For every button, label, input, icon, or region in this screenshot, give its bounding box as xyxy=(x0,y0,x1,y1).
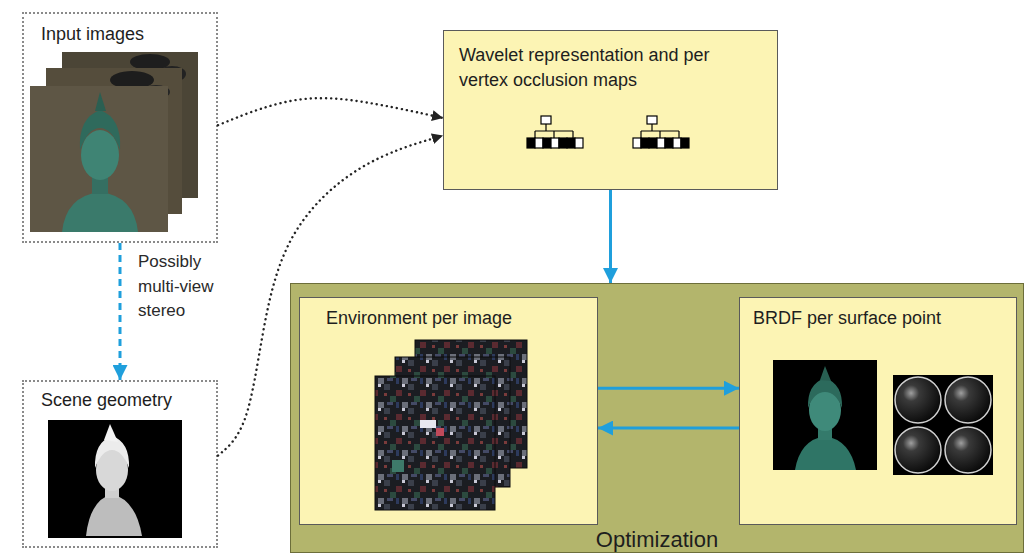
environment-map-stack xyxy=(375,376,495,510)
wavelet-tree-icon xyxy=(541,116,551,124)
wavelet-tree-icon xyxy=(527,138,535,148)
dotted-arrow xyxy=(218,136,443,456)
brdf-render xyxy=(809,389,841,431)
environment-map-stack xyxy=(436,428,444,436)
environment-map-stack xyxy=(392,460,404,472)
optimization-band: Optimization Environment per image BRDF pe… xyxy=(290,283,1024,553)
brdf-sphere-grid xyxy=(895,427,941,473)
wavelet-tree-icon xyxy=(651,124,652,131)
process-box: Wavelet representation and per vertex oc… xyxy=(443,30,778,190)
wavelet-tree-icon xyxy=(527,116,583,148)
dotted-arrow xyxy=(218,98,443,125)
wavelet-tree-icon xyxy=(681,138,689,148)
input-photo-stack xyxy=(110,71,154,89)
wavelet-tree-icon xyxy=(678,131,679,138)
brdf-sphere-grid xyxy=(893,375,993,475)
brdf-render xyxy=(773,360,877,470)
input-photo-stack xyxy=(95,92,106,111)
wavelet-tree-icon xyxy=(641,138,649,148)
wavelet-tree-icon xyxy=(659,131,660,138)
brdf-render xyxy=(808,378,842,408)
input-photo-stack xyxy=(46,68,182,214)
wavelet-tree-icon xyxy=(633,138,641,148)
brdf-sphere-grid xyxy=(893,375,993,475)
environment-map-stack xyxy=(415,340,527,468)
geometry-render xyxy=(48,420,182,538)
wavelet-tree-icon xyxy=(647,116,657,124)
environment-map-stack xyxy=(375,340,527,510)
input-photo-stack xyxy=(80,110,120,150)
brdf-render xyxy=(795,436,856,470)
input-photo-stack xyxy=(62,192,138,232)
box-heading: Input images xyxy=(41,22,144,47)
geometry-render xyxy=(96,449,128,491)
wavelet-tree-icon xyxy=(543,138,551,148)
geometry-render xyxy=(48,420,182,538)
input-panel: Scene geometry xyxy=(22,380,218,548)
input-photo-stack xyxy=(142,85,170,99)
wavelet-tree-icon xyxy=(567,138,575,148)
brdf-sphere-grid xyxy=(945,377,991,423)
brdf-sphere-grid xyxy=(945,427,991,473)
wavelet-tree-icon xyxy=(535,138,543,148)
wavelet-tree-icon xyxy=(575,138,583,148)
geometry-render xyxy=(86,494,142,536)
process-box: BRDF per surface point xyxy=(739,297,1017,525)
input-photo-stack xyxy=(30,52,198,232)
process-box: Environment per image xyxy=(299,297,598,525)
flow-arrow xyxy=(598,427,739,430)
input-photo-stack xyxy=(30,86,168,232)
brdf-render xyxy=(818,426,832,440)
wavelet-tree-icon xyxy=(657,138,665,148)
wavelet-tree-icon xyxy=(640,131,641,138)
input-photo-stack xyxy=(158,66,186,82)
input-panel: Input images xyxy=(22,12,218,243)
geometry-render xyxy=(105,484,119,498)
wavelet-tree-icon xyxy=(553,131,554,138)
input-photo-stack xyxy=(62,52,198,198)
wavelet-tree-icon xyxy=(649,138,657,148)
wavelet-tree-icon xyxy=(534,131,535,138)
wavelet-tree-icon xyxy=(673,138,681,148)
wavelet-tree-icon xyxy=(551,138,559,148)
flow-arrow xyxy=(609,190,612,283)
geometry-render xyxy=(104,424,118,442)
box-heading: Scene geometry xyxy=(41,388,172,413)
input-photo-stack xyxy=(130,54,170,70)
brdf-sphere-grid xyxy=(895,377,941,423)
brdf-render xyxy=(820,366,831,381)
box-heading: Environment per image xyxy=(326,306,512,331)
input-photo-stack xyxy=(81,130,119,180)
box-heading: BRDF per surface point xyxy=(753,306,941,331)
connector-group xyxy=(120,98,739,455)
wavelet-tree-icon xyxy=(641,130,679,131)
box-heading: Optimization xyxy=(291,525,1023,553)
wavelet-tree-icon xyxy=(572,131,573,138)
environment-map-stack xyxy=(420,420,436,428)
input-photo-stack xyxy=(92,174,108,194)
wavelet-tree-icon xyxy=(545,124,546,131)
box-heading: Wavelet representation and per vertex oc… xyxy=(459,43,721,93)
dashed-arrow xyxy=(119,243,122,380)
environment-map-stack xyxy=(395,357,510,487)
wavelet-tree-icon xyxy=(665,138,673,148)
brdf-render xyxy=(773,360,877,470)
edge-label: Possibly multi-view stereo xyxy=(138,250,238,324)
geometry-render xyxy=(95,436,129,468)
wavelet-tree-icon xyxy=(535,130,573,131)
wavelet-tree-icon xyxy=(633,116,689,148)
edge-label-box: Possibly multi-view stereo xyxy=(138,250,238,324)
flow-arrow xyxy=(598,387,739,390)
wavelet-tree-icon xyxy=(559,138,567,148)
